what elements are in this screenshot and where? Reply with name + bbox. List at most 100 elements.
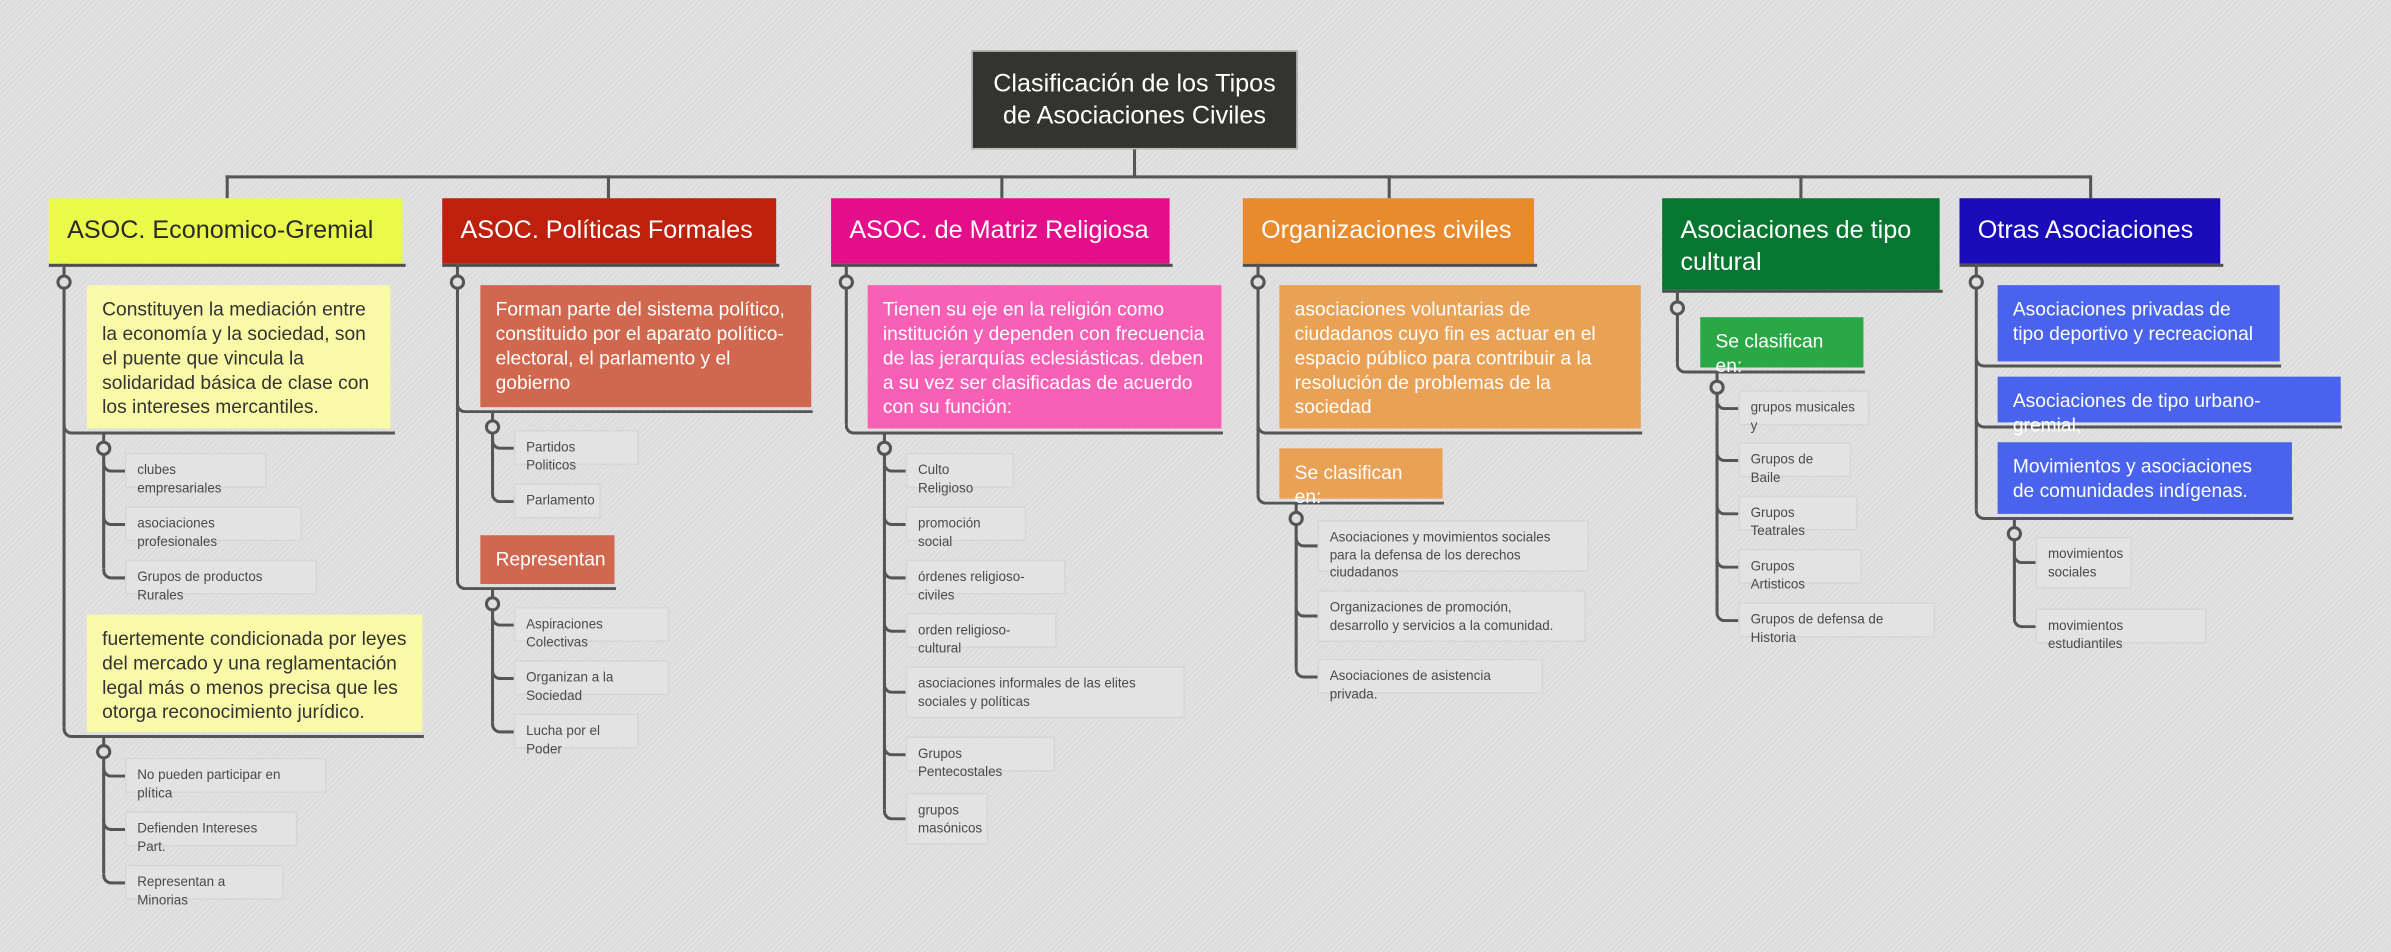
leaf-connector — [882, 461, 906, 472]
branch-topic[interactable]: Organizaciones civiles — [1242, 198, 1535, 264]
subtopic[interactable]: Movimientos y asociaciones de comunidade… — [1997, 442, 2292, 514]
leaf-connector — [491, 438, 514, 450]
branch-topic[interactable]: ASOC. Políticas Formales — [442, 198, 777, 264]
root-topic[interactable]: Clasificación de los Tipos de Asociacion… — [971, 50, 1298, 150]
leaf-topic-text: Representan a Minorias — [137, 873, 226, 907]
subtopic[interactable]: fuertemente condicionada por leyes del m… — [86, 614, 423, 732]
child-connector — [1256, 423, 1643, 435]
leaf-connector — [1715, 398, 1739, 410]
root-topic-label: Clasificación de los Tipos de Asociacion… — [993, 69, 1276, 129]
child-connector — [455, 579, 617, 591]
topic-underline — [831, 263, 1173, 267]
branch-connector — [1387, 175, 1391, 199]
leaf-connector — [1715, 557, 1739, 569]
subtopic[interactable]: Se clasifican en: — [1279, 448, 1443, 508]
leaf-connector — [1294, 536, 1318, 548]
leaf-connector — [1294, 606, 1318, 618]
leaf-topic[interactable]: Grupos de productos Rurales — [125, 559, 318, 602]
branch-topic[interactable]: Asociaciones de tipo cultural — [1662, 198, 1940, 290]
leaf-topic[interactable]: Culto Religioso — [905, 452, 1015, 495]
branch-topic[interactable]: Otras Asociaciones — [1959, 198, 2221, 264]
leaf-topic[interactable]: Partidos Politicos — [513, 430, 639, 472]
leaf-topic[interactable]: orden religioso-cultural — [905, 613, 1057, 655]
leaf-connector — [491, 491, 514, 503]
leaf-topic-text: Partidos Politicos — [526, 439, 577, 472]
root-connector — [1133, 149, 1137, 177]
collapse-toggle-icon[interactable] — [96, 440, 112, 456]
leaf-topic-text: Grupos de Baile — [1750, 451, 1814, 485]
collapse-toggle-icon[interactable] — [484, 596, 501, 612]
topic-underline — [1959, 263, 2224, 267]
subtopic-text: Representan — [495, 548, 606, 571]
collapse-toggle-icon[interactable] — [56, 274, 72, 290]
subtopic[interactable]: Se clasifican en: — [1700, 317, 1864, 377]
collapse-toggle-icon[interactable] — [1669, 300, 1686, 316]
branch-connector — [1000, 175, 1004, 199]
leaf-topic[interactable]: movimientos estudiantiles — [2035, 608, 2207, 650]
child-connector — [62, 727, 424, 739]
leaf-topic[interactable]: No pueden participar en plítica — [125, 757, 327, 800]
leaf-topic[interactable]: Defienden Intereses Part. — [125, 811, 298, 853]
branch-topic-label: ASOC. Políticas Formales — [460, 216, 753, 244]
leaf-topic[interactable]: asociaciones informales de las elites so… — [905, 666, 1185, 719]
collapse-toggle-icon[interactable] — [96, 744, 112, 760]
topic-underline — [1662, 289, 1943, 293]
leaf-topic[interactable]: Organizaciones de promoción, desarrollo … — [1317, 590, 1586, 642]
collapse-toggle-icon[interactable] — [1288, 510, 1304, 527]
subtopic[interactable]: Forman parte del sistema político, const… — [480, 285, 812, 408]
branch-topic[interactable]: ASOC. Economico-Gremial — [48, 198, 403, 264]
leaf-topic[interactable]: Aspiraciones Colectivas — [513, 606, 670, 649]
subtopic-text: fuertemente condicionada por leyes del m… — [102, 628, 407, 723]
leaf-topic[interactable]: órdenes religioso-civiles — [905, 559, 1066, 602]
collapse-toggle-icon[interactable] — [1250, 274, 1266, 290]
subtopic-line — [102, 736, 106, 874]
leaf-topic-text: grupos masónicos — [917, 802, 983, 835]
collapse-toggle-icon[interactable] — [876, 440, 893, 456]
collapse-toggle-icon[interactable] — [484, 419, 501, 435]
leaf-topic[interactable]: clubes empresariales — [125, 452, 267, 495]
collapse-toggle-icon[interactable] — [1709, 379, 1725, 395]
subtopic[interactable]: asociaciones voluntarias de ciudadanos c… — [1279, 285, 1641, 429]
leaf-topic[interactable]: Grupos Artisticos — [1738, 548, 1862, 591]
branch-line — [455, 263, 459, 580]
leaf-topic[interactable]: movimientos sociales — [2035, 536, 2132, 589]
subtopic[interactable]: Asociaciones de tipo urbano-gremial, — [1997, 376, 2341, 436]
subtopic[interactable]: Representan — [480, 535, 615, 585]
leaf-topic[interactable]: Asociaciones y movimientos sociales para… — [1317, 519, 1589, 579]
subtopic-text: Se clasifican en: — [1715, 330, 1824, 377]
subtopic[interactable]: Asociaciones privadas de tipo deportivo … — [1997, 285, 2280, 362]
leaf-topic[interactable]: grupos masónicos — [905, 792, 989, 845]
leaf-topic[interactable]: Parlamento — [513, 483, 601, 519]
leaf-topic[interactable]: asociaciones profesionales — [125, 506, 302, 548]
leaf-topic-text: Grupos de productos Rurales — [137, 568, 263, 602]
leaf-topic[interactable]: Organizan a la Sociedad — [513, 660, 670, 702]
collapse-toggle-icon[interactable] — [449, 274, 466, 290]
leaf-topic[interactable]: Grupos de Baile — [1738, 442, 1852, 484]
leaf-topic[interactable]: Grupos de defensa de Historia — [1738, 602, 1936, 644]
leaf-topic[interactable]: Lucha por el Poder — [513, 713, 639, 756]
branch-line — [62, 263, 66, 728]
branch-topic[interactable]: ASOC. de Matriz Religiosa — [831, 198, 1170, 264]
leaf-topic[interactable]: Grupos Pentecostales — [905, 736, 1056, 778]
leaf-topic[interactable]: grupos musicales y — [1738, 390, 1870, 432]
subtopic[interactable]: Tienen su eje en la religión como instit… — [867, 285, 1222, 429]
leaf-topic[interactable]: Representan a Minorias — [125, 864, 284, 907]
child-connector — [62, 423, 395, 435]
leaf-topic-text: órdenes religioso-civiles — [917, 568, 1025, 602]
collapse-toggle-icon[interactable] — [838, 274, 854, 290]
leaf-topic-text: Asociaciones de asistencia privada. — [1329, 667, 1491, 701]
leaf-connector — [102, 461, 126, 472]
leaf-topic[interactable]: Asociaciones de asistencia privada. — [1317, 658, 1544, 701]
subtopic[interactable]: Constituyen la mediación entre la econom… — [86, 285, 391, 429]
leaf-connector — [882, 683, 906, 694]
leaf-topic[interactable]: promoción social — [905, 506, 1027, 548]
subtopic-text: Forman parte del sistema político, const… — [495, 298, 785, 394]
leaf-topic[interactable]: Grupos Teatrales — [1738, 495, 1858, 538]
subtopic-line — [102, 433, 106, 569]
collapse-toggle-icon[interactable] — [1968, 274, 1984, 290]
leaf-topic-text: Grupos de defensa de Historia — [1750, 611, 1884, 645]
leaf-connector — [491, 615, 514, 626]
branch-connector — [606, 175, 610, 199]
collapse-toggle-icon[interactable] — [2006, 526, 2023, 542]
